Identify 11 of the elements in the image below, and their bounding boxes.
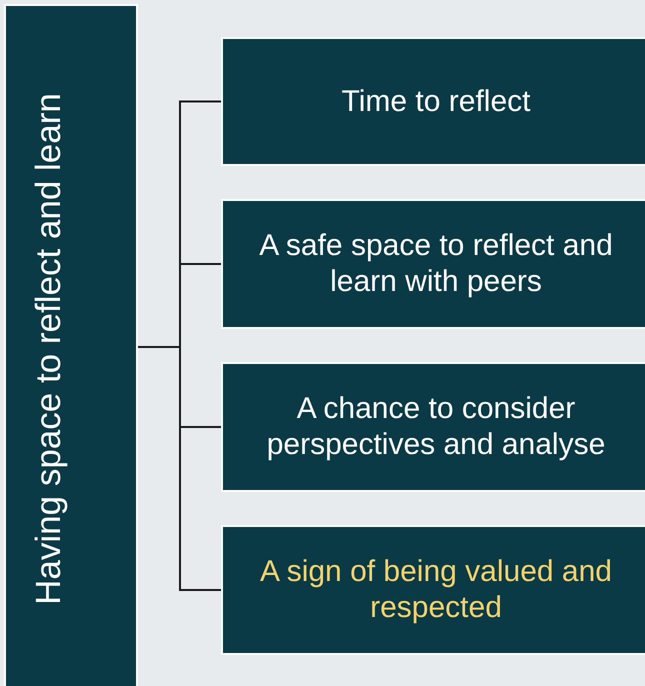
box-label: A sign of being valued and respected — [259, 554, 613, 626]
item-box — [221, 199, 645, 329]
item-box — [221, 362, 645, 492]
connector-line — [138, 346, 221, 591]
box-label: A safe space to reflect and learn with peers — [258, 228, 614, 300]
box-label: Having space to reflect and learn — [28, 92, 69, 607]
category-box — [4, 4, 138, 686]
box-label: Time to reflect — [340, 84, 532, 120]
item-box — [221, 525, 645, 655]
item-box — [221, 37, 645, 166]
box-label: A chance to consider perspectives and analyse — [266, 391, 606, 463]
